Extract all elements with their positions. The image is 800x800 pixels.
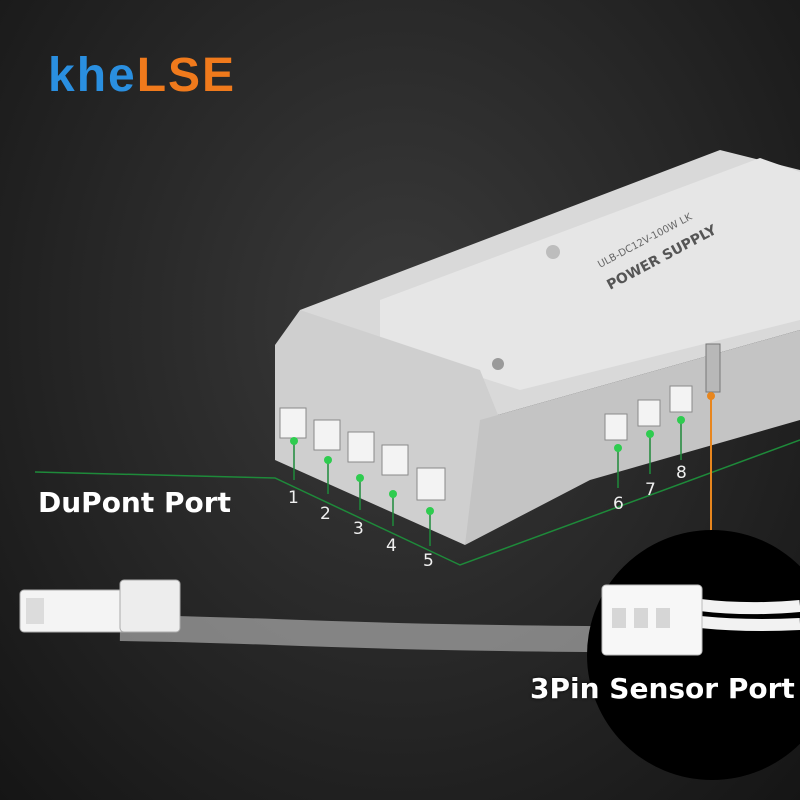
side-port-group	[604, 385, 693, 441]
port-number-8: 8	[676, 463, 687, 483]
side-port-8	[669, 385, 693, 413]
port-dot-5	[426, 507, 434, 515]
port-dot-1	[290, 437, 298, 445]
side-port-7	[637, 399, 661, 427]
port-number-2: 2	[320, 504, 331, 524]
port-dot-4	[389, 490, 397, 498]
sensor-connector-body	[601, 584, 703, 656]
power-supply-plate	[380, 158, 800, 390]
port-dot-2	[324, 456, 332, 464]
port-number-1: 1	[288, 488, 299, 508]
side-port-6	[604, 413, 628, 441]
port-dot-3	[356, 474, 364, 482]
brand-logo-part1: khe	[48, 49, 137, 102]
port-number-7: 7	[645, 480, 656, 500]
mount-hole	[492, 358, 504, 370]
logo-mark	[546, 245, 560, 259]
port-number-6: 6	[613, 494, 624, 514]
dupont-port-1	[279, 407, 307, 439]
sensor-dot	[707, 392, 715, 400]
dupont-port-5	[416, 467, 446, 501]
dupont-port-4	[381, 444, 409, 476]
port-dot-8	[677, 416, 685, 424]
port-number-5: 5	[423, 551, 434, 571]
port-callout-lines	[34, 420, 800, 566]
dupont-port-2	[313, 419, 341, 451]
brand-logo: kheLSE	[48, 52, 236, 100]
port-number-3: 3	[353, 519, 364, 539]
dupont-port-label: DuPont Port	[38, 486, 231, 519]
port-dot-6	[614, 444, 622, 452]
sensor-port-label: 3Pin Sensor Port	[530, 672, 795, 705]
port-number-4: 4	[386, 536, 397, 556]
port-dots	[290, 416, 685, 515]
sensor-port-slot	[705, 343, 721, 393]
brand-logo-part2: LSE	[136, 49, 237, 102]
dupont-port-3	[347, 431, 375, 463]
sensor-connector-inset	[587, 530, 800, 780]
port-dot-7	[646, 430, 654, 438]
